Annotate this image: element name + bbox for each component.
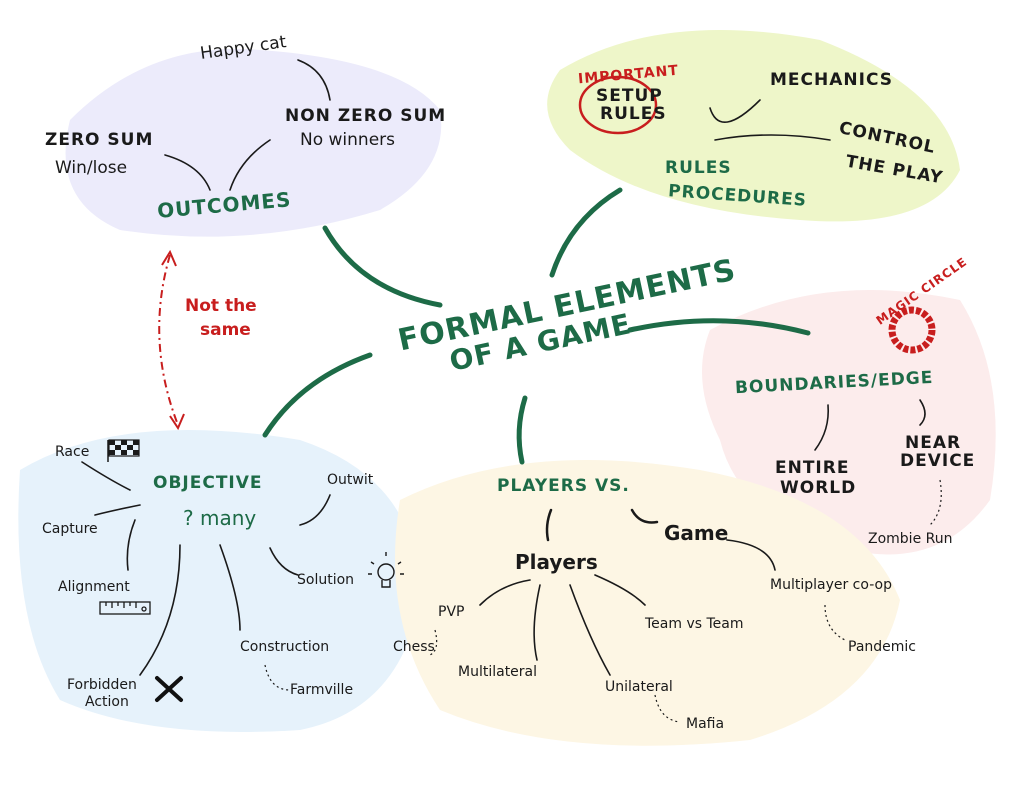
entire-world-line2: World [780,478,857,498]
unilateral-label: Unilateral [605,679,673,695]
not-same-arrow [158,254,179,426]
mechanics-label: Mechanics [770,70,893,90]
objective-node: Objective [153,473,263,493]
main-branches [262,187,811,465]
mafia-label: Mafia [686,716,725,732]
setup-label-line2: Rules [600,104,667,124]
arrow-head-down-icon [169,413,185,431]
players-label: Players [515,550,598,574]
pandemic-label: Pandemic [848,639,916,655]
important-circle [578,75,658,135]
arrow-head-up-icon [161,249,177,267]
objective-blob [18,430,420,732]
pvp-label: PVP [438,604,465,620]
outcomes-blob [65,48,442,237]
farmville-label: Farmville [290,682,354,698]
team-vs-team-label: Team vs Team [645,616,744,632]
near-device-line1: Near [905,433,962,453]
construction-label: Construction [240,639,330,655]
objective-many-label: ? many [183,506,257,530]
sub-branches [81,59,926,676]
no-winners-label: No winners [300,130,396,150]
solution-label: Solution [297,572,355,588]
magic-circle-icon [888,306,936,354]
non-zero-sum-label: Non zero sum [285,106,447,126]
not-same-line2: same [200,320,251,340]
light-bulb-icon [368,552,404,588]
chess-label: Chess [393,639,435,655]
coop-label: Multiplayer co-op [770,577,892,593]
outwit-label: Outwit [327,472,374,488]
players-blob [395,460,900,746]
forbidden-x-icon [155,676,183,702]
zombie-run-label: Zombie Run [868,531,953,547]
win-lose-label: Win/lose [55,158,128,178]
rules-node-line1: Rules [665,158,732,178]
race-label: Race [55,444,90,460]
multilateral-label: Multilateral [458,664,538,680]
game-label: Game [664,521,729,545]
checkered-flag-icon [107,439,140,462]
ruler-icon [99,601,151,615]
alignment-label: Alignment [58,579,130,595]
setup-label-line1: Setup [596,86,663,106]
rules-blob [547,30,960,222]
capture-label: Capture [42,521,98,537]
dotted-connectors [264,479,942,723]
entire-world-line1: Entire [775,458,850,478]
zero-sum-label: Zero sum [45,130,154,150]
near-device-line2: Device [900,451,976,471]
players-vs-node: Players vs. [497,476,630,496]
forbidden-line1: Forbidden [67,677,137,693]
forbidden-line2: Action [85,694,129,710]
not-same-line1: Not the [185,296,257,316]
boundaries-blob [702,290,996,555]
